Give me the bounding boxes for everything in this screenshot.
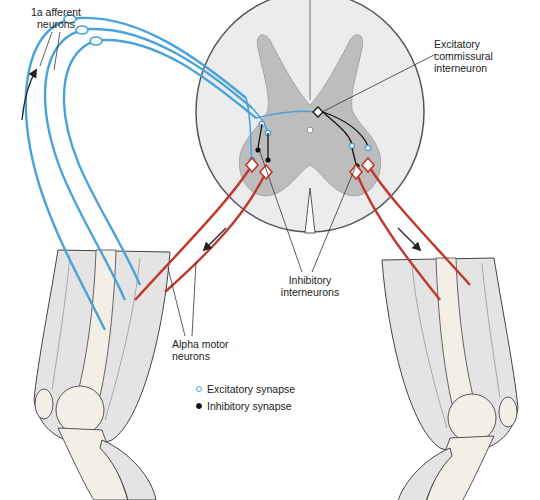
inhibitory-synapse <box>255 147 260 152</box>
afferent-axon <box>64 40 256 285</box>
dorsal-septum <box>310 0 311 100</box>
excitatory-synapse <box>365 145 370 150</box>
structure-label: Excitatory commissural interneuron <box>434 38 538 74</box>
leader-line <box>192 262 196 336</box>
commissural-interneuron <box>313 107 323 117</box>
afferent-axon <box>26 18 246 330</box>
ventral-fissure <box>305 188 315 233</box>
legend-entry: Inhibitory synapse <box>196 399 292 412</box>
motor-cell-body <box>350 165 362 179</box>
motor-axon <box>135 165 252 300</box>
inhibitory-interneuron <box>258 124 262 148</box>
afferent-branch <box>256 111 316 118</box>
leader-line <box>260 152 302 272</box>
legend-label: Excitatory synapse <box>207 383 295 395</box>
left-leg <box>34 250 170 500</box>
structure-label: Alpha motor neurons <box>172 338 246 362</box>
leader-line <box>168 268 185 336</box>
ganglion-cell-body <box>76 26 88 34</box>
inhibitory-interneuron <box>352 148 356 164</box>
inhibitory-interneuron <box>267 133 268 158</box>
leader-line <box>324 54 436 111</box>
leader-line <box>54 32 60 70</box>
leader-line <box>312 168 355 272</box>
central-canal <box>307 127 313 133</box>
motor-cell-body <box>260 165 272 179</box>
signal-direction-arrow <box>204 228 226 250</box>
inhibitory-synapse <box>265 157 270 162</box>
motor-axon <box>165 172 266 292</box>
spinal-cord-white-matter <box>196 0 424 232</box>
motor-cell-body <box>362 158 374 172</box>
afferent-axon <box>45 29 252 300</box>
legend-entry: Excitatory synapse <box>196 382 295 395</box>
afferent-branch <box>252 108 268 132</box>
legend-swatch <box>196 386 202 392</box>
commissural-axon <box>323 112 368 146</box>
afferent-branch <box>246 98 252 160</box>
legend-swatch <box>196 403 202 409</box>
ganglion-cell-body <box>90 37 102 45</box>
motor-cell-body <box>246 158 258 172</box>
signal-direction-arrow <box>22 70 36 120</box>
structure-label: 1a afferent neurons <box>14 6 98 30</box>
signal-direction-arrow <box>398 228 420 250</box>
motor-axon <box>356 172 440 300</box>
excitatory-synapse <box>349 143 354 148</box>
commissural-axon <box>323 112 352 144</box>
leader-line <box>40 32 52 66</box>
right-leg <box>382 258 518 500</box>
structure-label: Inhibitory interneurons <box>266 274 354 298</box>
legend-label: Inhibitory synapse <box>207 400 292 412</box>
